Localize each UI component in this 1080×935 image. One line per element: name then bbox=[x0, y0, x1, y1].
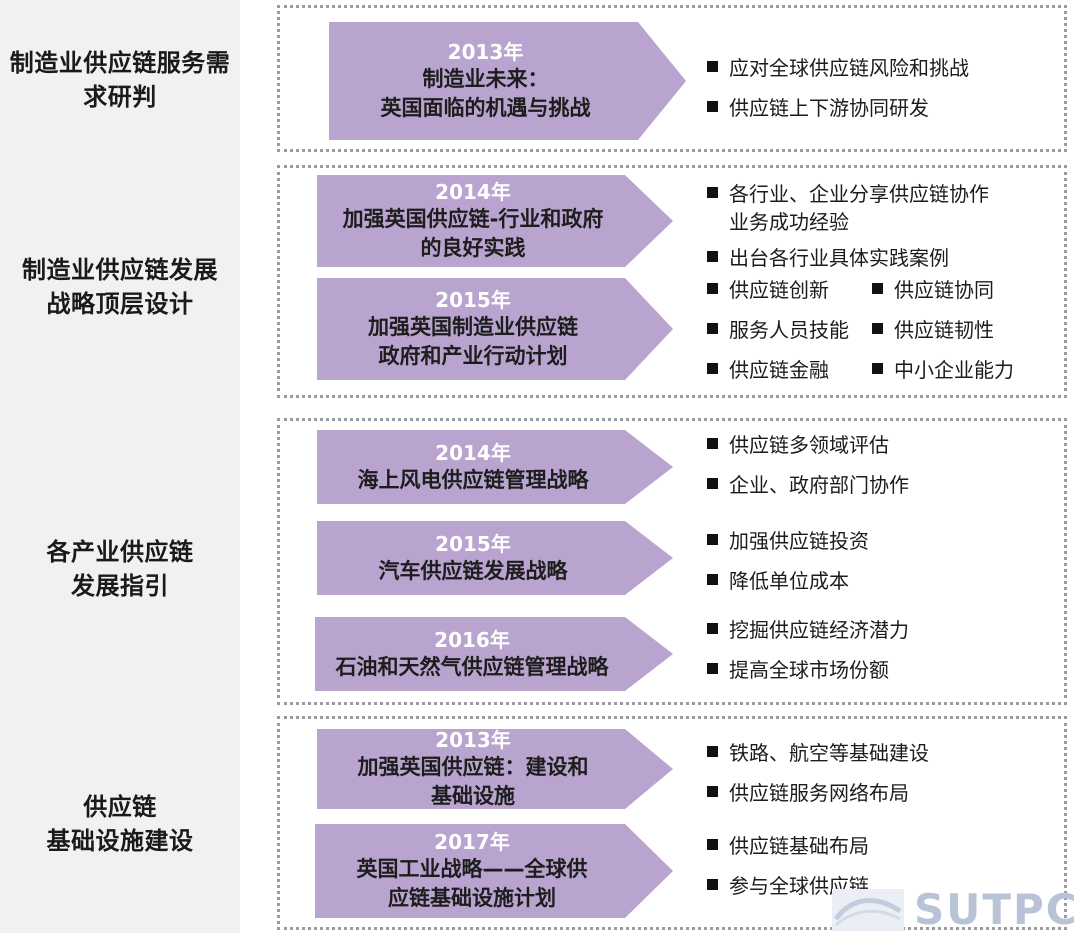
bullet-square-icon bbox=[872, 323, 883, 334]
bullet-item: 出台各行业具体实践案例 bbox=[707, 244, 949, 272]
policy-arrow: 2013年 加强英国供应链：建设和 基础设施 bbox=[317, 729, 673, 809]
bullet-item: 应对全球供应链风险和挑战 bbox=[707, 54, 969, 82]
bullet-item: 挖掘供应链经济潜力 bbox=[707, 616, 909, 644]
bullet-item: 服务人员技能 bbox=[707, 316, 849, 344]
logo-mark-icon bbox=[832, 889, 904, 931]
bullet-item: 提高全球市场份额 bbox=[707, 656, 889, 684]
bullet-item: 降低单位成本 bbox=[707, 567, 849, 595]
bullet-item: 供应链服务网络布局 bbox=[707, 779, 909, 807]
bullet-square-icon bbox=[707, 283, 718, 294]
policy-arrow: 2014年 加强英国供应链-行业和政府 的良好实践 bbox=[317, 175, 673, 267]
category-infrastructure: 供应链 基础设施建设 bbox=[46, 793, 194, 855]
bullet-item: 供应链创新 bbox=[707, 276, 829, 304]
bullet-item: 供应链金融 bbox=[707, 356, 829, 384]
bullet-square-icon bbox=[707, 839, 718, 850]
bullet-square-icon bbox=[707, 478, 718, 489]
bullet-square-icon bbox=[707, 323, 718, 334]
bullet-square-icon bbox=[707, 187, 718, 198]
bullet-item: 铁路、航空等基础建设 bbox=[707, 739, 929, 767]
bullet-square-icon bbox=[707, 623, 718, 634]
policy-arrow: 2013年 制造业未来： 英国面临的机遇与挑战 bbox=[329, 22, 686, 140]
policy-arrow: 2015年 汽车供应链发展战略 bbox=[317, 521, 673, 595]
bullet-item: 供应链韧性 bbox=[872, 316, 994, 344]
bullet-square-icon bbox=[707, 61, 718, 72]
category-industry-guidance: 各产业供应链 发展指引 bbox=[46, 538, 194, 600]
policy-arrow: 2016年 石油和天然气供应链管理战略 bbox=[315, 617, 673, 691]
bullet-item: 加强供应链投资 bbox=[707, 527, 869, 555]
bullet-item: 供应链协同 bbox=[872, 276, 994, 304]
section-frame-industry bbox=[277, 418, 1067, 705]
category-demand-research: 制造业供应链服务需 求研判 bbox=[9, 49, 231, 111]
sutpc-logo: SUTPC bbox=[832, 886, 1080, 933]
bullet-item: 供应链基础布局 bbox=[707, 832, 869, 860]
section-frame-infrastructure bbox=[277, 716, 1067, 930]
bullet-item: 企业、政府部门协作 bbox=[707, 471, 909, 499]
bullet-square-icon bbox=[707, 363, 718, 374]
section-frame-demand bbox=[277, 5, 1067, 152]
section-frame-strategy bbox=[277, 165, 1067, 398]
category-top-level-design: 制造业供应链发展 战略顶层设计 bbox=[22, 256, 218, 318]
bullet-square-icon bbox=[707, 251, 718, 262]
bullet-item: 供应链上下游协同研发 bbox=[707, 94, 929, 122]
bullet-item: 各行业、企业分享供应链协作业务成功经验 bbox=[707, 180, 989, 236]
bullet-square-icon bbox=[872, 283, 883, 294]
policy-arrow: 2014年 海上风电供应链管理战略 bbox=[317, 430, 673, 504]
bullet-square-icon bbox=[707, 663, 718, 674]
bullet-square-icon bbox=[707, 786, 718, 797]
bullet-item: 中小企业能力 bbox=[872, 356, 1014, 384]
bullet-item: 供应链多领域评估 bbox=[707, 431, 889, 459]
bullet-square-icon bbox=[707, 438, 718, 449]
policy-arrow: 2015年 加强英国制造业供应链 政府和产业行动计划 bbox=[317, 278, 673, 380]
logo-text: SUTPC bbox=[914, 885, 1079, 934]
bullet-square-icon bbox=[707, 534, 718, 545]
category-sidebar bbox=[0, 0, 240, 933]
bullet-square-icon bbox=[707, 879, 718, 890]
bullet-square-icon bbox=[707, 574, 718, 585]
bullet-square-icon bbox=[707, 101, 718, 112]
policy-arrow: 2017年 英国工业战略——全球供 应链基础设施计划 bbox=[315, 824, 673, 918]
bullet-square-icon bbox=[872, 363, 883, 374]
bullet-square-icon bbox=[707, 746, 718, 757]
